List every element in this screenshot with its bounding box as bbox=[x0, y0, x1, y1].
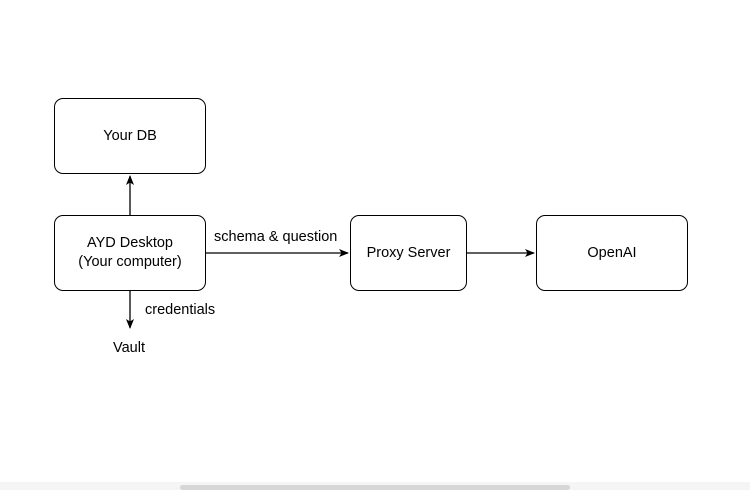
node-openai[interactable]: OpenAI bbox=[536, 215, 688, 291]
node-ayd-desktop[interactable]: AYD Desktop (Your computer) bbox=[54, 215, 206, 291]
node-ayd-desktop-title: AYD Desktop bbox=[87, 235, 173, 251]
horizontal-scrollbar-thumb[interactable] bbox=[180, 485, 570, 490]
node-your-db-label: Your DB bbox=[103, 127, 157, 144]
node-openai-label: OpenAI bbox=[587, 244, 637, 261]
node-your-db[interactable]: Your DB bbox=[54, 98, 206, 174]
node-vault-label: Vault bbox=[113, 340, 145, 356]
node-ayd-desktop-subtitle: (Your computer) bbox=[78, 254, 182, 270]
node-proxy-server-label: Proxy Server bbox=[366, 244, 451, 261]
edge-label-schema-question: schema & question bbox=[214, 229, 338, 245]
node-proxy-server[interactable]: Proxy Server bbox=[350, 215, 467, 291]
edge-label-credentials: credentials bbox=[145, 302, 216, 318]
